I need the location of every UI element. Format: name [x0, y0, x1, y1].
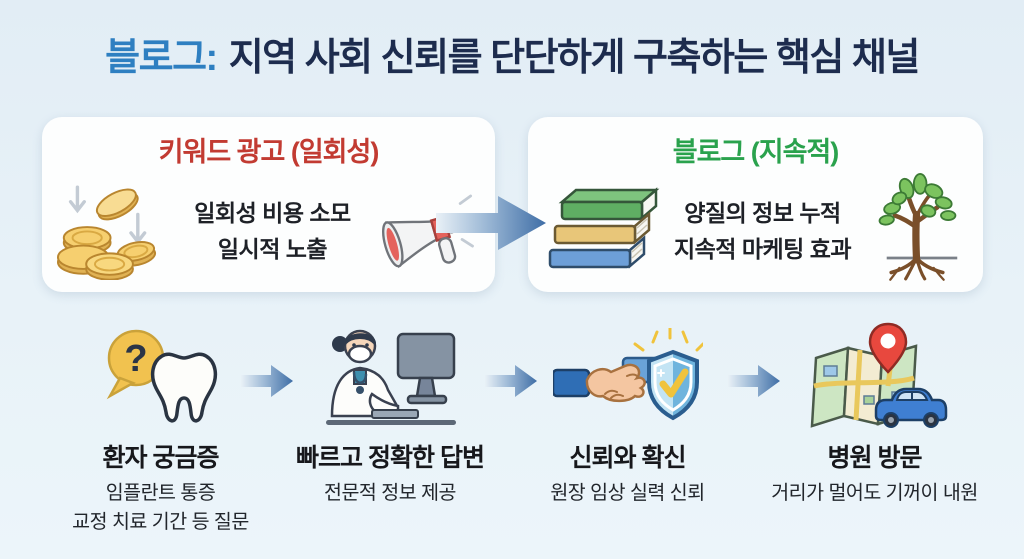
- blog-line: 지속적 마케팅 효과: [673, 236, 852, 262]
- blog-box: 블로그 (지속적): [528, 117, 983, 292]
- step-title: 환자 궁금증: [102, 444, 220, 472]
- title-rest: 지역 사회 신뢰를 단단하게 구축하는 핵심 채널: [228, 37, 921, 79]
- keyword-ad-content: 일회성 비용 소모 일시적 노출: [42, 169, 495, 293]
- step-subtitle: 전문적 정보 제공: [324, 482, 456, 504]
- step-subtitle: 임플란트 통증 교정 치료 기간 등 질문: [72, 482, 249, 534]
- step-title: 병원 방문: [827, 444, 923, 472]
- step-subtitle: 원장 임상 실력 신뢰: [550, 482, 705, 504]
- tree-with-roots-icon: [865, 171, 969, 294]
- flow-step-doctor-answer: 빠르고 정확한 답변 전문적 정보 제공: [273, 320, 507, 508]
- svg-text:?: ?: [124, 338, 147, 380]
- blog-title: 블로그 (지속적): [672, 137, 840, 167]
- step-title: 신뢰와 확신: [569, 444, 687, 472]
- page-title: 블로그:지역 사회 신뢰를 단단하게 구축하는 핵심 채널: [0, 26, 1024, 81]
- flow-step-trust: 신뢰와 확신 원장 임상 실력 신뢰: [515, 320, 740, 508]
- title-highlight: 블로그:: [105, 37, 218, 79]
- map-pin-car-icon: [800, 320, 950, 432]
- flow-step-patient-question: ? 환자 궁금증 임플란트 통증 교정 치료 기간 등 질문: [48, 320, 273, 538]
- keyword-ad-lines: 일회성 비용 소모 일시적 노출: [168, 196, 377, 267]
- blog-lines: 양질의 정보 누적 지속적 마케팅 효과: [660, 196, 865, 267]
- tooth-question-icon: ?: [100, 320, 222, 432]
- book-stack-icon: [542, 180, 660, 285]
- flow-step-hospital-visit: 병원 방문 거리가 멀어도 기꺼이 내원: [752, 320, 997, 508]
- comparison-arrow-icon: [436, 190, 550, 261]
- flow-arrow-icon: [241, 361, 295, 406]
- doctor-computer-icon: [314, 320, 466, 432]
- step-title: 빠르고 정확한 답변: [296, 444, 485, 472]
- flow-arrow-icon: [485, 361, 539, 406]
- keyword-ad-line: 일회성 비용 소모: [194, 200, 351, 227]
- keyword-ad-line: 일시적 노출: [217, 236, 328, 262]
- flow-arrow-icon: [728, 361, 782, 406]
- blog-content: 양질의 정보 누적 지속적 마케팅 효과: [528, 169, 983, 293]
- handshake-shield-icon: [552, 320, 703, 432]
- step-subtitle: 거리가 멀어도 기꺼이 내원: [771, 482, 978, 504]
- keyword-ad-title: 키워드 광고 (일회성): [158, 137, 380, 167]
- blog-line: 양질의 정보 누적: [684, 200, 841, 227]
- falling-coins-icon: [56, 180, 168, 285]
- keyword-ad-box: 키워드 광고 (일회성): [42, 117, 495, 292]
